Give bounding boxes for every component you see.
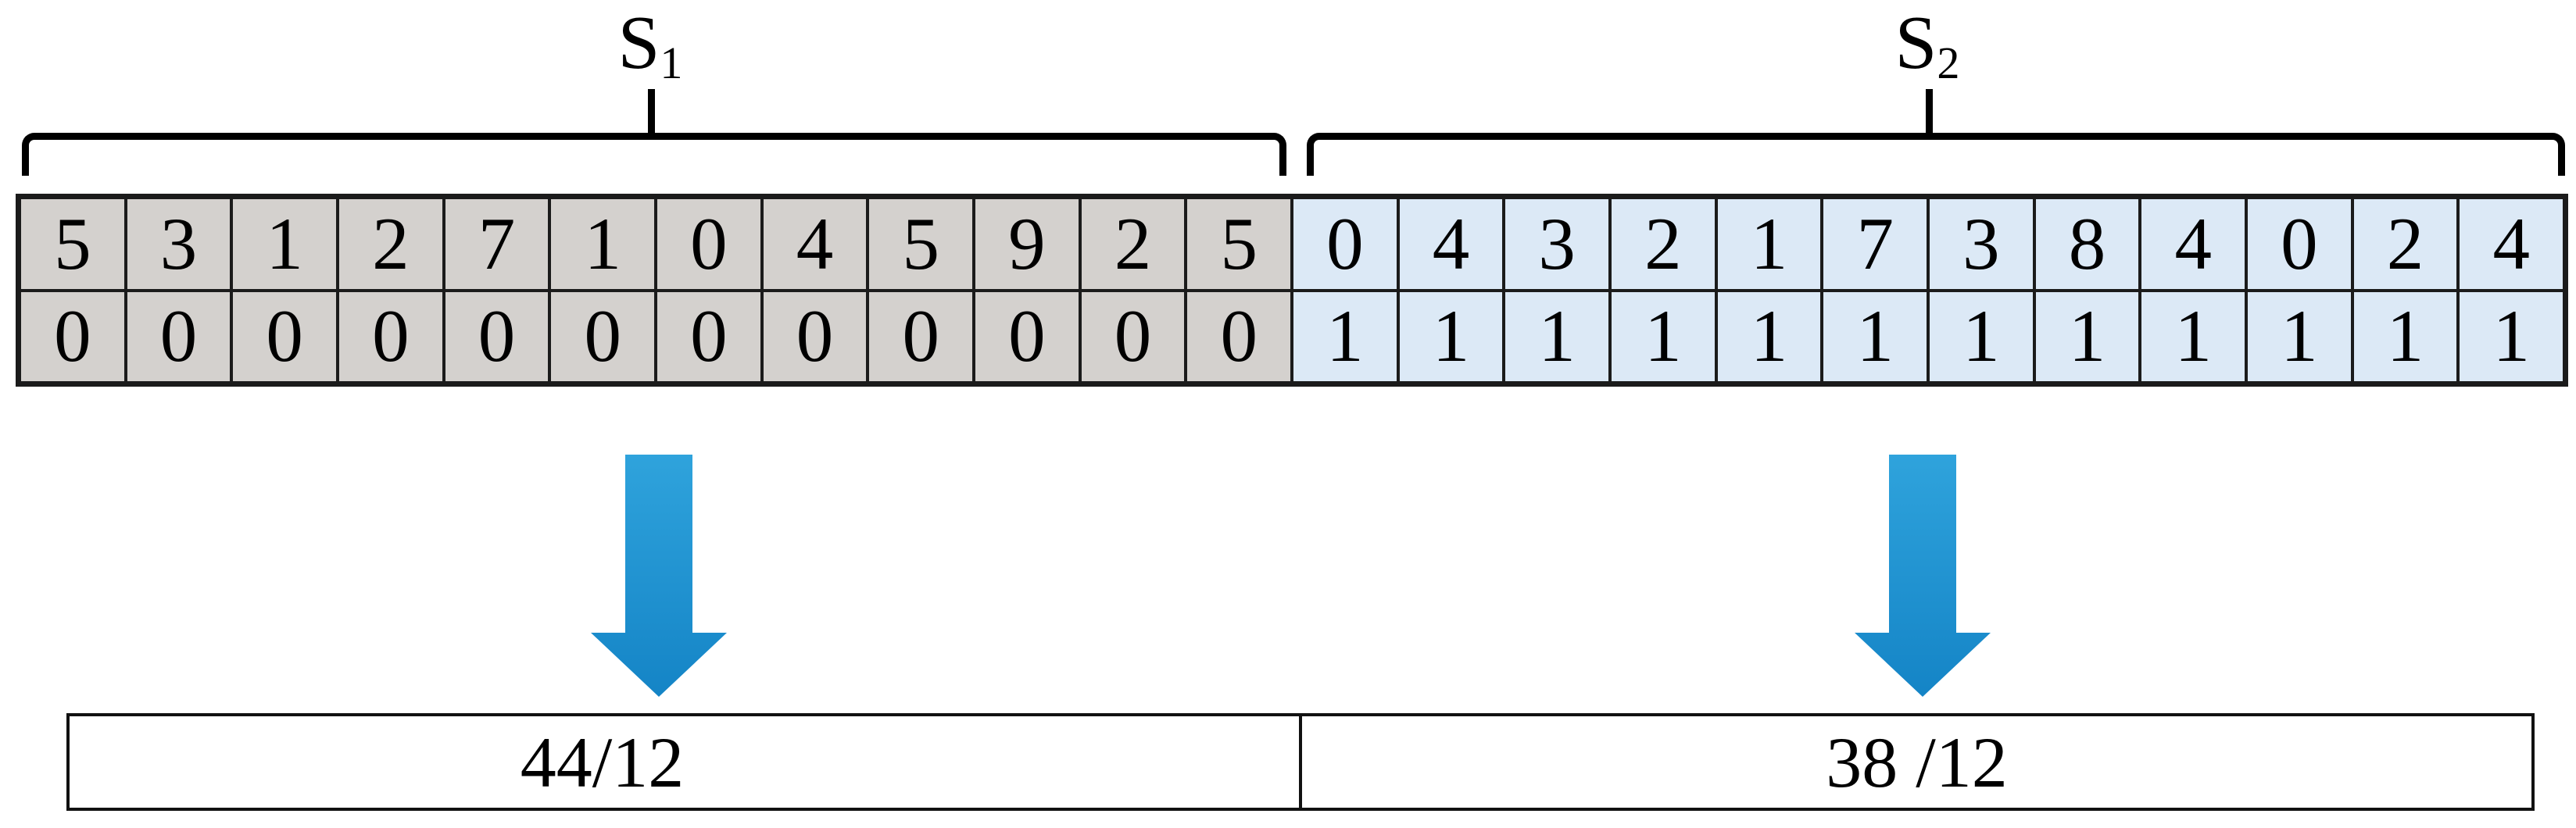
s1-flag-cell: 0 [974, 290, 1080, 383]
s2-flag-cell: 1 [2352, 290, 2459, 383]
s2-value-cell: 2 [2352, 198, 2459, 291]
s2-flag-cell: 1 [1397, 290, 1504, 383]
result-bar: 44/12 38 /12 [66, 713, 2535, 811]
s2-label-subscript: 2 [1937, 37, 1960, 88]
s2-value-cell: 3 [1504, 198, 1611, 291]
segment-s2-label: S2 [1894, 5, 1959, 86]
s1-flag-cell: 0 [549, 290, 657, 383]
s2-flag-cell: 1 [2140, 290, 2247, 383]
s1-label-letter: S [617, 1, 660, 84]
s2-value-cell: 2 [1610, 198, 1716, 291]
s2-flag-cell: 1 [1822, 290, 1929, 383]
s2-down-arrow-icon [1855, 455, 1991, 697]
s2-brace [1307, 133, 2565, 176]
s2-result-box: 38 /12 [1302, 716, 2531, 808]
s1-flag-cell: 0 [868, 290, 975, 383]
s1-brace [22, 133, 1286, 176]
s1-value-cell: 3 [125, 198, 232, 291]
s2-flag-cell: 1 [1504, 290, 1611, 383]
s1-label-tick [648, 89, 655, 136]
s2-label-tick [1926, 89, 1933, 136]
s1-flag-cell: 0 [1186, 290, 1293, 383]
s1-flag-cell: 0 [231, 290, 338, 383]
s2-flag-cell: 1 [2034, 290, 2141, 383]
s2-result-value: 38 /12 [1826, 722, 2008, 802]
s2-flag-cell: 1 [1716, 290, 1823, 383]
s1-flag-cell: 0 [761, 290, 868, 383]
segment-s1-label: S1 [617, 5, 682, 86]
s1-value-cell: 5 [868, 198, 975, 291]
s1-result-value: 44/12 [520, 722, 685, 802]
s1-label-subscript: 1 [660, 37, 683, 88]
s2-label-letter: S [1894, 1, 1937, 84]
s1-value-cell: 2 [1079, 198, 1186, 291]
s1-down-arrow-icon [591, 455, 727, 697]
s1-flag-cell: 0 [20, 290, 126, 383]
s2-value-cell: 0 [2246, 198, 2352, 291]
s1-value-cell: 1 [231, 198, 338, 291]
s2-value-cell: 1 [1716, 198, 1823, 291]
s2-value-cell: 4 [2458, 198, 2565, 291]
s2-flag-cell: 1 [1292, 290, 1398, 383]
s1-flag-cell: 0 [656, 290, 762, 383]
s2-flag-cell: 1 [1610, 290, 1716, 383]
s1-value-cell: 5 [1186, 198, 1293, 291]
s1-value-cell: 7 [443, 198, 550, 291]
s1-flag-cell: 0 [125, 290, 232, 383]
s1-result-box: 44/12 [70, 716, 1302, 808]
s2-value-cell: 0 [1292, 198, 1398, 291]
s2-flag-cell: 1 [2246, 290, 2352, 383]
s2-value-cell: 8 [2034, 198, 2141, 291]
s1-value-cell: 9 [974, 198, 1080, 291]
s2-value-cell: 7 [1822, 198, 1929, 291]
s2-value-cell: 4 [2140, 198, 2247, 291]
s2-flag-cell: 1 [1928, 290, 2034, 383]
s1-flag-cell: 0 [338, 290, 444, 383]
s2-flag-cell: 1 [2458, 290, 2565, 383]
s1-value-cell: 2 [338, 198, 444, 291]
s1-value-cell: 0 [656, 198, 762, 291]
s1-value-cell: 1 [549, 198, 657, 291]
s2-value-cell: 3 [1928, 198, 2034, 291]
s1-flag-cell: 0 [443, 290, 550, 383]
s1-value-cell: 5 [20, 198, 126, 291]
s1-flag-cell: 0 [1079, 290, 1186, 383]
s2-value-cell: 4 [1397, 198, 1504, 291]
s1-value-cell: 4 [761, 198, 868, 291]
